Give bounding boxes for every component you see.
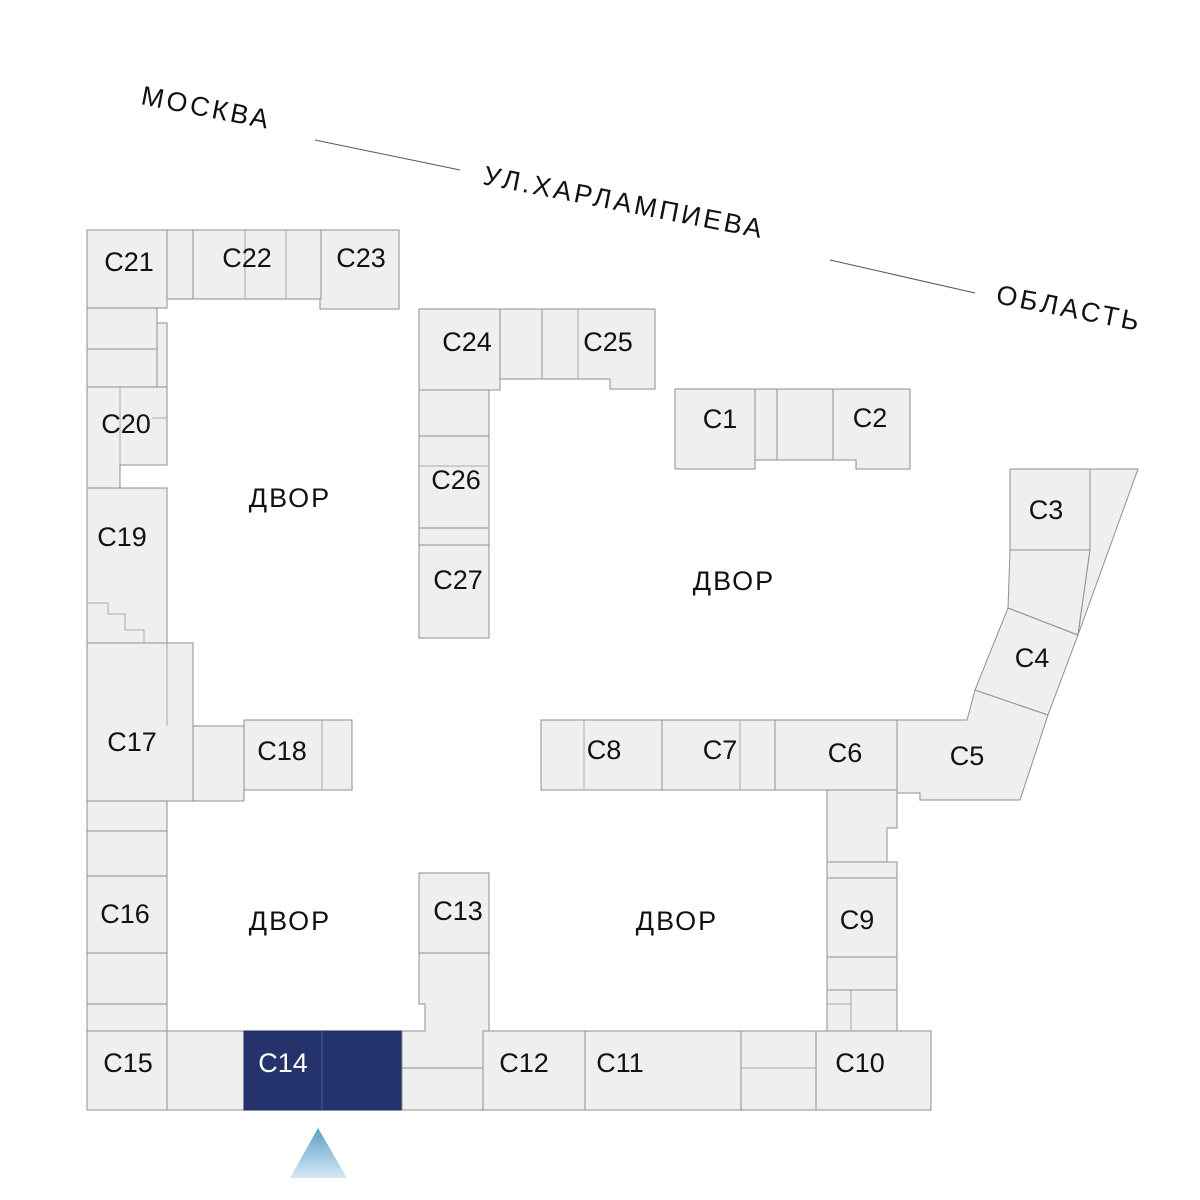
label-c12: С12: [499, 1048, 549, 1078]
section-c17-annex[interactable]: [192, 725, 245, 802]
label-c22: С22: [222, 243, 272, 273]
street-label-moscow: МОСКВА: [139, 80, 274, 135]
label-c5: С5: [950, 741, 985, 771]
label-c13: С13: [433, 896, 483, 926]
section-c24[interactable]: [418, 308, 501, 391]
section-c16-mid[interactable]: [86, 830, 168, 877]
label-c21: С21: [104, 247, 154, 277]
section-c13[interactable]: [418, 872, 490, 954]
label-c23: С23: [336, 243, 386, 273]
label-c7: С7: [703, 735, 738, 765]
street-label-street: УЛ.ХАРЛАМПИЕВА: [481, 160, 768, 244]
courtyard-labels: ДВОР ДВОР ДВОР ДВОР: [249, 483, 775, 936]
c9-column: [826, 789, 898, 1032]
section-c12[interactable]: [482, 1030, 586, 1111]
section-c24-annex[interactable]: [499, 308, 543, 380]
section-c9-upper[interactable]: [826, 789, 898, 863]
label-c4: С4: [1015, 643, 1050, 673]
section-c6[interactable]: [774, 719, 898, 791]
section-c13-base[interactable]: [401, 952, 490, 1069]
label-c26: С26: [431, 465, 481, 495]
section-c11-annex[interactable]: [740, 1030, 817, 1111]
section-c19[interactable]: [86, 487, 168, 644]
section-c5[interactable]: [896, 689, 1049, 801]
section-c22[interactable]: [192, 229, 322, 300]
section-c26[interactable]: [418, 435, 490, 529]
section-c15[interactable]: [86, 1030, 168, 1111]
section-c2[interactable]: [832, 388, 911, 470]
section-c15-annex[interactable]: [166, 1030, 245, 1111]
selection-pointer-icon: [290, 1128, 347, 1178]
section-c16-lower[interactable]: [86, 952, 168, 1005]
c1-c2-block: [674, 388, 911, 470]
street-line-1: [314, 139, 461, 171]
section-c1-annex[interactable]: [754, 388, 778, 461]
label-c18: С18: [257, 736, 307, 766]
label-c17: С17: [107, 727, 157, 757]
section-c21-lower[interactable]: [86, 307, 158, 350]
section-c21[interactable]: [86, 229, 168, 309]
section-c2-annex[interactable]: [776, 388, 834, 461]
courtyard-label: ДВОР: [636, 906, 718, 936]
section-c18[interactable]: [243, 719, 353, 791]
label-c1: С1: [703, 404, 738, 434]
label-c15: С15: [103, 1048, 153, 1078]
section-c12-low[interactable]: [401, 1067, 484, 1111]
section-c11[interactable]: [584, 1030, 742, 1111]
label-c8: С8: [587, 735, 622, 765]
label-c14: С14: [258, 1048, 308, 1078]
label-c11: С11: [596, 1048, 644, 1078]
center-block: [418, 308, 656, 639]
label-c16: С16: [100, 899, 150, 929]
section-c21-step[interactable]: [156, 322, 168, 388]
label-c9: С9: [840, 905, 875, 935]
section-c9[interactable]: [826, 877, 898, 958]
section-c16-upper[interactable]: [86, 800, 168, 832]
label-c3: С3: [1029, 495, 1064, 525]
section-c9-base[interactable]: [826, 989, 898, 1032]
section-labels: С21 С22 С23 С20 С19 С17 С18 С16 С15 С14 …: [97, 243, 1063, 1078]
label-c19: С19: [97, 522, 147, 552]
label-c2: С2: [853, 403, 888, 433]
section-c9-strip[interactable]: [826, 861, 898, 879]
section-c20-upper[interactable]: [86, 348, 158, 388]
section-c23[interactable]: [319, 229, 400, 310]
courtyard-label: ДВОР: [249, 483, 331, 513]
label-c20: С20: [101, 409, 151, 439]
stair-lines: [87, 602, 145, 643]
section-c17[interactable]: [86, 642, 194, 802]
section-c26-upper[interactable]: [418, 389, 490, 437]
label-c25: С25: [583, 327, 633, 357]
left-wing: [86, 229, 400, 1111]
street-label-region: ОБЛАСТЬ: [994, 279, 1145, 337]
label-c6: С6: [828, 738, 863, 768]
label-c27: С27: [433, 565, 483, 595]
selected-section-c14[interactable]: [243, 1030, 403, 1111]
section-c1[interactable]: [674, 388, 756, 470]
section-c3-annex[interactable]: [1077, 468, 1139, 636]
section-c15-upper[interactable]: [86, 1003, 168, 1032]
courtyard-label: ДВОР: [693, 566, 775, 596]
section-c25[interactable]: [541, 308, 656, 390]
section-c27[interactable]: [418, 544, 490, 639]
label-c10: С10: [835, 1048, 885, 1078]
section-c10[interactable]: [815, 1030, 932, 1111]
section-c21-annex[interactable]: [166, 229, 194, 300]
section-c9-lower[interactable]: [826, 956, 898, 991]
section-c16[interactable]: [86, 875, 168, 954]
section-c27-strip[interactable]: [418, 527, 490, 546]
label-c24: С24: [442, 327, 492, 357]
middle-row: [540, 689, 1049, 801]
right-diagonal: [974, 468, 1139, 716]
section-c8[interactable]: [540, 719, 663, 791]
section-c14[interactable]: [243, 1030, 403, 1111]
bottom-row: [401, 872, 932, 1111]
courtyard-label: ДВОР: [249, 906, 331, 936]
street-line-2: [829, 259, 976, 294]
